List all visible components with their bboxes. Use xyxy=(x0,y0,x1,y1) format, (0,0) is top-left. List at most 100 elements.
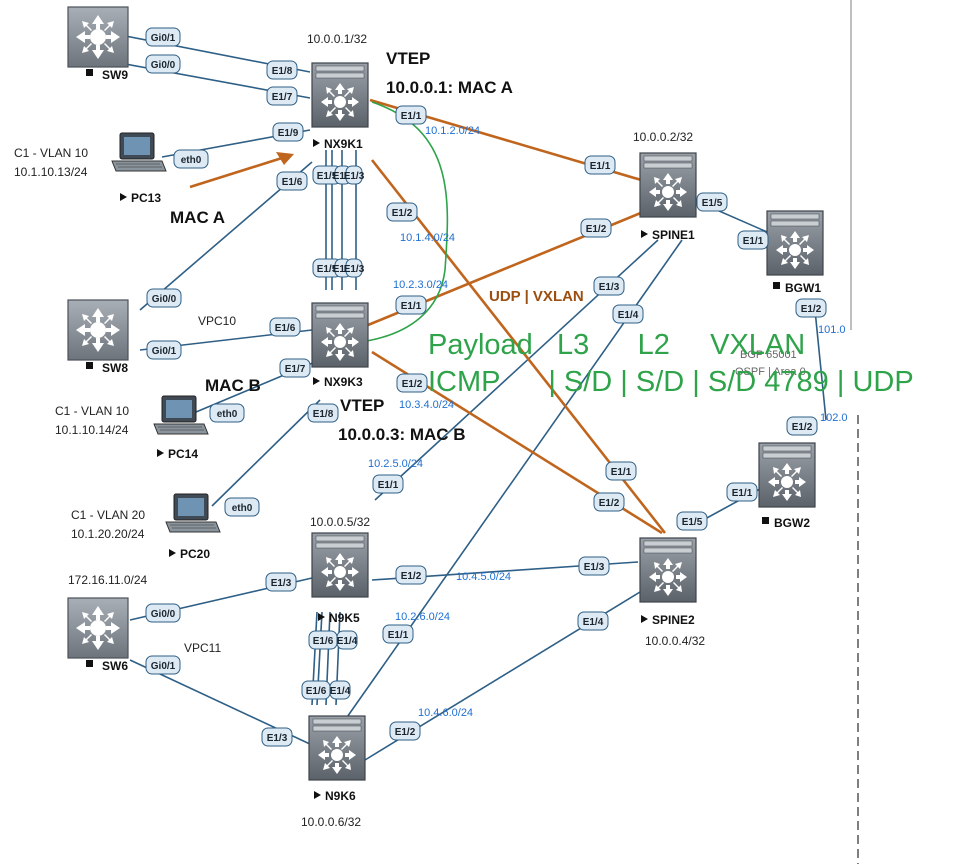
port-label: E1/3 xyxy=(261,727,293,747)
port-label-text: E1/3 xyxy=(344,171,365,182)
port-label-text: Gi0/1 xyxy=(151,661,176,672)
port-label-text: Gi0/0 xyxy=(152,294,177,305)
port-label-text: E1/8 xyxy=(272,66,293,77)
port-label-text: E1/1 xyxy=(590,161,611,172)
vtep1-title: VTEP xyxy=(386,49,430,68)
port-label-text: E1/5 xyxy=(317,171,338,182)
port-label: Gi0/1 xyxy=(145,27,181,47)
port-label: E1/1 xyxy=(382,624,414,644)
pc14-ip: 10.1.10.14/24 xyxy=(55,423,129,437)
port-label-text: E1/2 xyxy=(586,224,607,235)
nexus-switch-icon xyxy=(311,532,369,598)
port-label: E1/1 xyxy=(584,155,616,175)
port-label-text: E1/3 xyxy=(599,282,620,293)
device-ip-n9k6: 10.0.0.6/32 xyxy=(301,815,361,829)
port-label: E1/6 xyxy=(301,680,331,700)
device-bgw2[interactable]: BGW2 xyxy=(758,442,816,530)
port-label: E1/3 xyxy=(344,165,365,185)
port-label-text: Gi0/0 xyxy=(151,609,176,620)
port-label: E1/7 xyxy=(279,358,311,378)
port-label-text: E1/4 xyxy=(583,617,604,628)
port-label-text: E1/3 xyxy=(344,264,365,275)
port-label: E1/1 xyxy=(395,295,427,315)
port-label: Gi0/0 xyxy=(146,288,182,308)
device-pc14[interactable]: PC14 C1 - VLAN 10 10.1.10.14/24 xyxy=(55,395,209,461)
subnet-cut-102: 102.0 xyxy=(820,412,848,424)
port-label-text: E1/5 xyxy=(317,264,338,275)
device-ip-nx9k1: 10.0.0.1/32 xyxy=(307,32,367,46)
device-nx9k3[interactable]: NX9K3 xyxy=(311,302,369,389)
port-label-text: E1/9 xyxy=(278,128,299,139)
port-label: E1/4 xyxy=(329,680,351,700)
device-sw6[interactable]: SW6 xyxy=(67,597,129,673)
device-sw8[interactable]: SW8 xyxy=(67,299,129,375)
nexus-switch-icon xyxy=(639,152,697,218)
link-pc20-nx9k3 xyxy=(211,399,321,507)
nexus-switch-icon xyxy=(639,537,697,603)
port-label: Gi0/1 xyxy=(146,340,182,360)
port-label: E1/4 xyxy=(577,611,609,631)
port-label: E1/6 xyxy=(308,630,338,650)
port-label: eth0 xyxy=(173,149,209,169)
port-label: E1/6 xyxy=(276,171,308,191)
port-label: E1/3 xyxy=(593,276,625,296)
subnet-cut-101: 101.0 xyxy=(818,324,846,336)
device-ip-spine2: 10.0.0.4/32 xyxy=(645,634,705,648)
port-label-text: E1/3 xyxy=(267,733,288,744)
port-label-text: E1/8 xyxy=(313,409,334,420)
port-label: E1/2 xyxy=(395,565,427,585)
device-nx9k1[interactable]: NX9K1 10.0.0.1/32 xyxy=(307,32,369,151)
mac-a-label: MAC A xyxy=(170,208,225,227)
l2-switch-icon xyxy=(67,6,129,68)
nexus-switch-icon xyxy=(311,302,369,368)
device-pc20[interactable]: PC20 C1 - VLAN 20 10.1.20.20/24 xyxy=(71,493,221,561)
port-label-text: E1/6 xyxy=(275,323,296,334)
port-label: Gi0/0 xyxy=(145,603,181,623)
port-label: E1/1 xyxy=(372,474,404,494)
port-label: E1/3 xyxy=(344,258,365,278)
port-label: E1/6 xyxy=(269,317,301,337)
pc20-ip: 10.1.20.20/24 xyxy=(71,527,145,541)
port-label: E1/2 xyxy=(786,416,818,436)
port-label-text: eth0 xyxy=(217,409,238,420)
device-label-sw6: SW6 xyxy=(102,659,128,673)
port-label-text: Gi0/0 xyxy=(151,60,176,71)
port-label-text: E1/3 xyxy=(271,578,292,589)
green-packet-path xyxy=(359,101,449,343)
subnet-label: 10.4.5.0/24 xyxy=(456,571,511,583)
port-label-text: Gi0/1 xyxy=(151,33,176,44)
subnet-label: 10.2.6.0/24 xyxy=(395,611,450,623)
port-label: E1/3 xyxy=(265,572,297,592)
port-label: Gi0/0 xyxy=(145,54,181,74)
nexus-switch-icon xyxy=(308,715,366,781)
device-ip-n9k5: 10.0.0.5/32 xyxy=(310,515,370,529)
port-label-text: E1/6 xyxy=(313,636,334,647)
nexus-switch-icon xyxy=(311,62,369,128)
device-label-pc20: PC20 xyxy=(180,547,210,561)
device-n9k6[interactable]: N9K6 10.0.0.6/32 xyxy=(301,715,366,829)
port-label-text: E1/2 xyxy=(395,727,416,738)
device-label-pc13: PC13 xyxy=(131,191,161,205)
port-label-text: E1/3 xyxy=(584,562,605,573)
device-label-sw9: SW9 xyxy=(102,68,128,82)
pc14-vlan: C1 - VLAN 10 xyxy=(55,404,129,418)
port-label: E1/1 xyxy=(605,461,637,481)
device-n9k5[interactable]: N9K5 10.0.0.5/32 xyxy=(310,515,370,625)
port-label-text: eth0 xyxy=(181,155,202,166)
port-label: E1/3 xyxy=(578,556,610,576)
port-labels: Gi0/1Gi0/0E1/8E1/7E1/9E1/6E1/1E1/2E1/5E1… xyxy=(145,27,827,747)
port-label: eth0 xyxy=(224,497,260,517)
device-spine2[interactable]: SPINE2 10.0.0.4/32 xyxy=(639,537,705,648)
device-spine1[interactable]: SPINE1 10.0.0.2/32 xyxy=(633,130,697,242)
port-label-text: E1/2 xyxy=(599,498,620,509)
device-bgw1[interactable]: BGW1 xyxy=(766,210,824,295)
port-label: E1/2 xyxy=(580,218,612,238)
device-pc13[interactable]: PC13 C1 - VLAN 10 10.1.10.13/24 xyxy=(14,132,167,205)
port-label-text: Gi0/1 xyxy=(152,346,177,357)
subnet-label: 10.1.2.0/24 xyxy=(425,125,480,137)
port-label: E1/1 xyxy=(395,105,427,125)
port-label: E1/4 xyxy=(336,630,358,650)
port-label: E1/7 xyxy=(266,86,298,106)
port-label: E1/2 xyxy=(593,492,625,512)
device-sw9[interactable]: SW9 xyxy=(67,6,129,82)
